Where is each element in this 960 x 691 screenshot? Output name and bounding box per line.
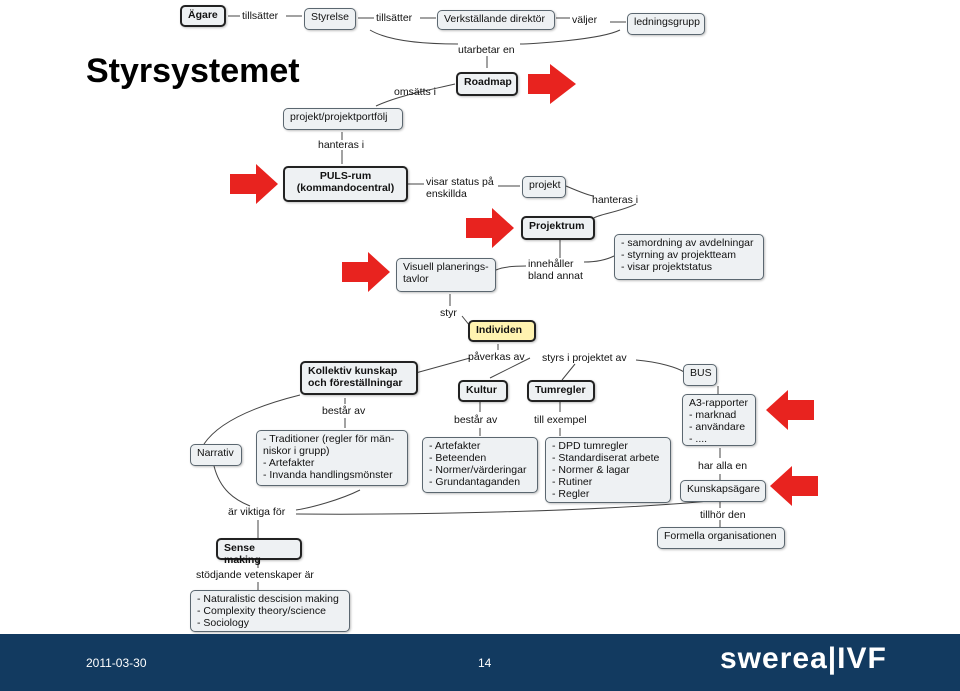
link-label-exempel: till exempel — [534, 414, 587, 426]
link-label-styrs: styrs i projektet av — [542, 352, 627, 364]
node-vd: Verkställande direktör — [437, 10, 555, 30]
link-label-hanteras: hanteras i — [318, 139, 365, 151]
red-arrow-icon — [466, 208, 514, 248]
node-agare: Ägare — [180, 5, 226, 27]
node-formella: Formella organisationen — [657, 527, 785, 549]
link-label-visar: visar status på enskillda — [426, 176, 494, 200]
link-label-valjer: väljer — [572, 14, 598, 26]
link-label-bestar: består av — [322, 405, 366, 417]
node-projektrum: Projektrum — [521, 216, 595, 240]
node-kollektiv: Kollektiv kunskap och föreställningar — [300, 361, 418, 395]
red-arrow-icon — [230, 164, 278, 204]
link-label-paverkas: påverkas av — [468, 351, 525, 363]
swerea-logo: swerea|IVF — [720, 642, 887, 675]
node-dpd: - DPD tumregler - Standardiserat arbete … — [545, 437, 671, 503]
link-label-har-alla: har alla en — [698, 460, 748, 472]
slide-title: Styrsystemet — [86, 52, 300, 90]
red-arrow-icon — [770, 466, 818, 506]
red-arrow-icon — [342, 252, 390, 292]
link-label-tillsatter-2: tillsätter — [376, 12, 413, 24]
link-label-tillsatter: tillsätter — [242, 10, 279, 22]
node-puls: PULS-rum (kommandocentral) — [283, 166, 408, 202]
node-a3: A3-rapporter - marknad - användare - ...… — [682, 394, 756, 446]
node-projektrum-list: - samordning av avdelningar - styrning a… — [614, 234, 764, 280]
node-kunskapsagare: Kunskapsägare — [680, 480, 766, 502]
link-label-innehaller: innehåller bland annat — [528, 258, 583, 282]
link-label-viktiga: är viktiga för — [228, 506, 286, 518]
footer-date: 2011-03-30 — [86, 656, 147, 670]
node-naturalistic: - Naturalistic descision making - Comple… — [190, 590, 350, 632]
node-visuell: Visuell planerings- tavlor — [396, 258, 496, 292]
node-roadmap: Roadmap — [456, 72, 518, 96]
red-arrow-icon — [528, 64, 576, 104]
node-traditioner: - Traditioner (regler för män- niskor i … — [256, 430, 408, 486]
node-bus: BUS — [683, 364, 717, 386]
link-label-utarbetar: utarbetar en — [458, 44, 515, 56]
link-label-styr: styr — [440, 307, 457, 319]
red-arrow-icon — [766, 390, 814, 430]
node-narrativ: Narrativ — [190, 444, 242, 466]
node-kultur: Kultur — [458, 380, 508, 402]
node-individen: Individen — [468, 320, 536, 342]
node-styrelse: Styrelse — [304, 8, 356, 30]
footer-bar — [0, 634, 960, 691]
node-ledningsgrupp: ledningsgrupp — [627, 13, 705, 35]
node-artefakter: - Artefakter - Beteenden - Normer/värder… — [422, 437, 538, 493]
node-sense: Sense making — [216, 538, 302, 566]
link-label-hanteras-2: hanteras i — [592, 194, 639, 206]
node-tumregler: Tumregler — [527, 380, 595, 402]
node-projekt: projekt — [522, 176, 566, 198]
link-label-bestar-2: består av — [454, 414, 498, 426]
link-label-stodjande: stödjande vetenskaper är — [196, 569, 314, 581]
node-portfolj: projekt/projektportfölj — [283, 108, 403, 130]
link-label-tillhor: tillhör den — [700, 509, 746, 521]
page-number: 14 — [478, 656, 492, 670]
link-label-omsatts: omsätts i — [394, 86, 437, 98]
